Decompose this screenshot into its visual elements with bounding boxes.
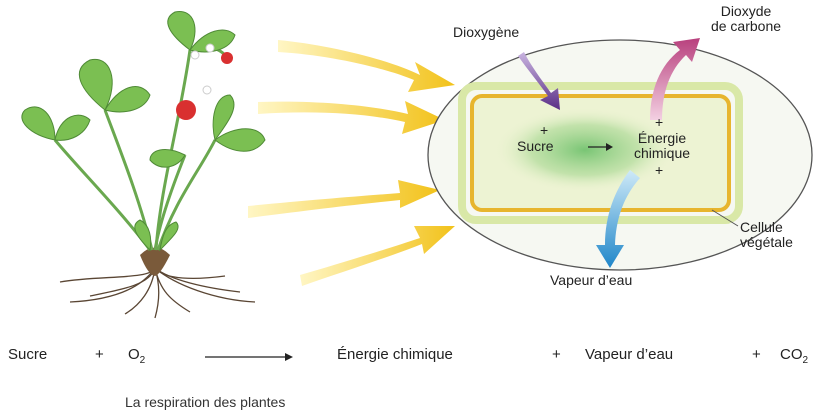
plus-energie-top: + [655, 114, 663, 130]
plus-energie-bottom: + [655, 162, 663, 178]
label-vapeur: Vapeur d’eau [550, 272, 632, 288]
eq-plus-3: + [752, 346, 761, 363]
label-sucre: Sucre [517, 138, 554, 154]
label-dioxyde-carbone: Dioxyde de carbone [690, 4, 802, 34]
equation-arrow [205, 353, 293, 361]
caption: La respiration des plantes [125, 394, 285, 410]
eq-plus-1: + [95, 346, 104, 363]
eq-co2: CO2 [780, 346, 808, 366]
sun-arrow-2 [258, 101, 445, 134]
eq-vapeur: Vapeur d’eau [585, 346, 673, 363]
strawberry-plant [22, 12, 265, 318]
eq-co2-sub: 2 [803, 355, 809, 366]
plant-roots [60, 268, 255, 318]
light-arrows [248, 40, 455, 286]
eq-o2: O2 [128, 346, 145, 366]
label-dioxyde-line1: Dioxyde [690, 4, 802, 19]
sun-arrow-4 [300, 226, 455, 286]
eq-o2-sub: 2 [140, 355, 146, 366]
eq-co2-base: CO [780, 346, 803, 363]
eq-o2-base: O [128, 346, 140, 363]
label-cellule-line2: végétale [740, 235, 793, 250]
label-energie-line1: Énergie [614, 131, 710, 146]
label-energie-chimique: Énergie chimique [614, 131, 710, 161]
label-cellule-line1: Cellule [740, 220, 793, 235]
label-dioxyde-line2: de carbone [690, 19, 802, 34]
eq-sucre: Sucre [8, 346, 47, 363]
label-cellule-vegetale: Cellule végétale [740, 220, 793, 250]
eq-plus-2: + [552, 346, 561, 363]
plus-sucre: + [540, 122, 548, 138]
sun-arrow-1 [278, 40, 455, 92]
label-dioxygene: Dioxygène [453, 24, 519, 40]
plant-crown [140, 248, 170, 277]
eq-energie: Énergie chimique [337, 346, 453, 363]
label-energie-line2: chimique [614, 146, 710, 161]
sun-arrow-3 [248, 180, 440, 218]
